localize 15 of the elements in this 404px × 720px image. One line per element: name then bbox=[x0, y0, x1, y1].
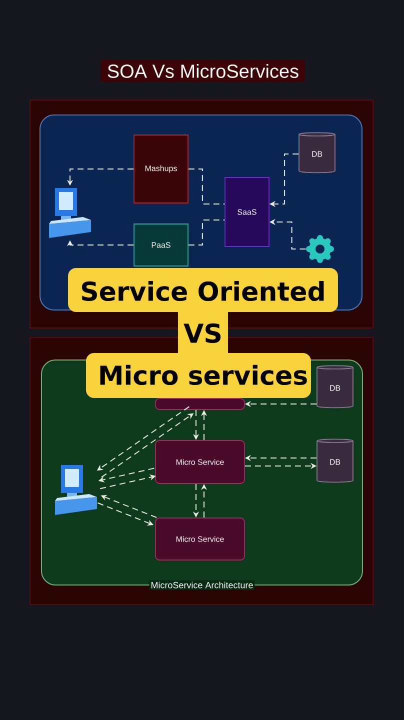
service-box bbox=[155, 398, 245, 410]
gear-icon bbox=[306, 235, 334, 263]
title: SOA Vs MicroServices bbox=[100, 60, 306, 82]
service-box: Micro Service bbox=[155, 440, 245, 484]
database-cylinder: DB bbox=[316, 365, 354, 408]
node-label: VS bbox=[184, 323, 221, 344]
service-box: SaaS bbox=[224, 177, 270, 247]
node-label: Micro services bbox=[100, 364, 307, 386]
database-cylinder: DB bbox=[298, 132, 336, 174]
service-box: Micro Service bbox=[155, 518, 245, 560]
service-box: Mashups bbox=[134, 134, 188, 204]
computer-icon bbox=[49, 188, 91, 238]
service-box: PaaS bbox=[134, 224, 188, 266]
database-cylinder: DB bbox=[316, 438, 354, 483]
computer-icon bbox=[55, 465, 97, 515]
